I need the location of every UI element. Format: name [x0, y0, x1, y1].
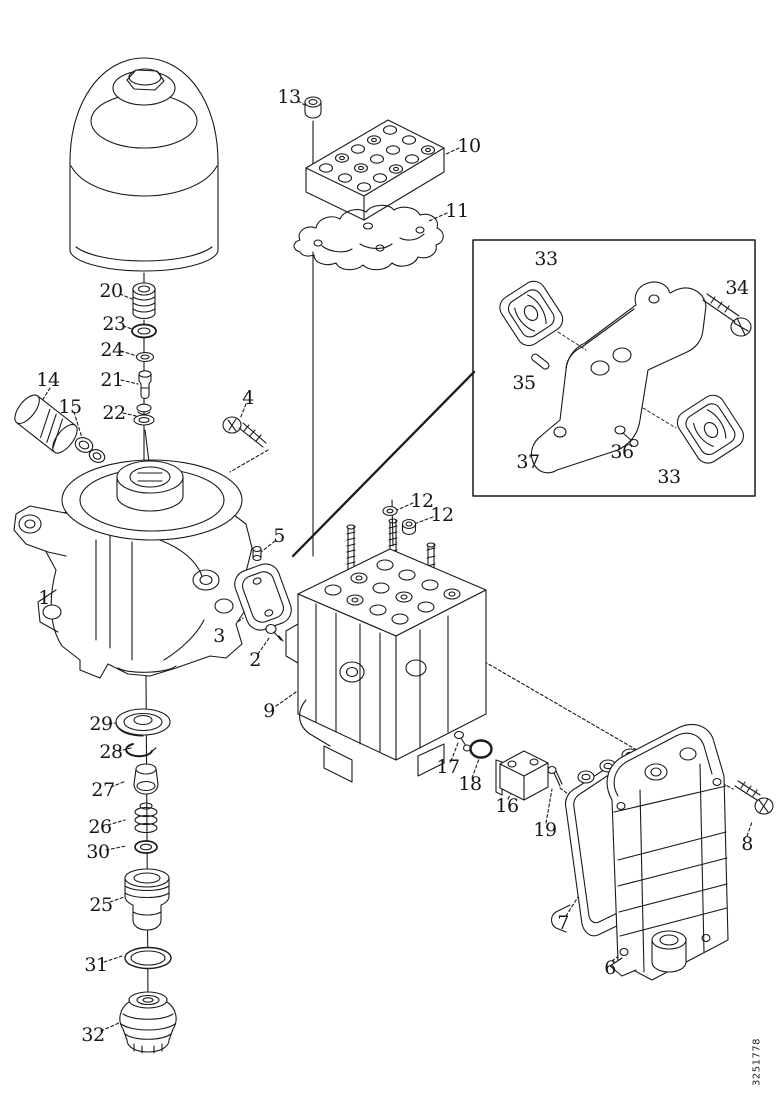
valve-core-21 [138, 370, 152, 400]
piston-25 [124, 868, 170, 931]
callout-34: 34 [725, 277, 749, 299]
cover-33-right [676, 394, 745, 464]
callout-12-a: 12 [410, 490, 434, 512]
solenoid-16 [495, 750, 549, 801]
o-ring-18 [469, 739, 493, 759]
gasket-3 [234, 563, 292, 631]
callout-10: 10 [457, 135, 481, 157]
valve-block-9 [285, 518, 487, 783]
ring-31 [124, 946, 172, 970]
bolt-4 [222, 416, 267, 448]
silencer-14 [14, 394, 78, 454]
nut-13 [304, 96, 322, 119]
dryer-cartridge [69, 57, 219, 272]
spring-seat-22 [133, 403, 155, 426]
callout-1: 1 [38, 587, 50, 609]
callout-33-left: 33 [534, 248, 558, 270]
bolt-34 [702, 293, 752, 337]
callout-19: 19 [533, 819, 557, 841]
callout-16: 16 [495, 795, 519, 817]
bracket-37 [530, 281, 707, 474]
drawing-number: 3251778 [751, 1037, 763, 1087]
cover-33-left [499, 280, 564, 347]
callout-20: 20 [99, 280, 123, 302]
inset-detail-box [472, 239, 756, 497]
callout-33-right: 33 [657, 466, 681, 488]
callout-37: 37 [516, 451, 540, 473]
callout-35: 35 [512, 372, 536, 394]
fitting-20 [132, 282, 156, 320]
callout-12-b: 12 [430, 504, 454, 526]
piston-cup-27 [133, 763, 159, 795]
disc-29 [115, 708, 171, 737]
callout-30: 30 [86, 841, 110, 863]
pin-35 [531, 353, 550, 370]
callout-36: 36 [610, 441, 634, 463]
bolt-8 [734, 780, 774, 815]
callout-21: 21 [100, 369, 124, 391]
callout-2: 2 [249, 649, 261, 671]
screw-19 [547, 765, 563, 787]
callout-31: 31 [84, 954, 108, 976]
callout-3: 3 [213, 625, 225, 647]
callout-27: 27 [91, 779, 115, 801]
spring-26 [134, 802, 158, 834]
callout-6: 6 [604, 957, 616, 979]
callout-8: 8 [741, 833, 753, 855]
main-housing-1 [13, 459, 253, 679]
callout-11: 11 [445, 200, 469, 222]
callout-25: 25 [89, 894, 113, 916]
callout-4: 4 [242, 387, 254, 409]
callout-24: 24 [100, 339, 124, 361]
callout-26: 26 [88, 816, 112, 838]
ring-23 [131, 323, 157, 339]
ecu-unit-6 [606, 724, 729, 981]
washer-24 [135, 351, 155, 363]
callout-14: 14 [36, 369, 60, 391]
snap-ring-28 [125, 743, 157, 758]
callout-9: 9 [263, 700, 275, 722]
screws-36 [614, 425, 639, 448]
cap-32 [119, 991, 177, 1054]
callout-13: 13 [277, 86, 301, 108]
rings-15 [74, 437, 106, 463]
washer-12 [382, 505, 398, 517]
ring-30 [134, 840, 158, 854]
callout-5: 5 [273, 525, 285, 547]
top-plate-10 [305, 119, 445, 221]
nut-12 [401, 518, 417, 536]
callout-7: 7 [557, 912, 569, 934]
callout-18: 18 [458, 773, 482, 795]
callout-32: 32 [81, 1024, 105, 1046]
callout-29: 29 [89, 713, 113, 735]
stud-5 [252, 545, 262, 562]
callout-28: 28 [99, 741, 123, 763]
gasket-11 [293, 204, 444, 271]
inset-pointer-line [291, 370, 476, 558]
bolt-2 [265, 623, 284, 642]
callout-17: 17 [436, 756, 460, 778]
callout-15: 15 [58, 396, 82, 418]
pin-17 [453, 730, 472, 752]
callout-23: 23 [102, 313, 126, 335]
callout-22: 22 [102, 402, 126, 424]
